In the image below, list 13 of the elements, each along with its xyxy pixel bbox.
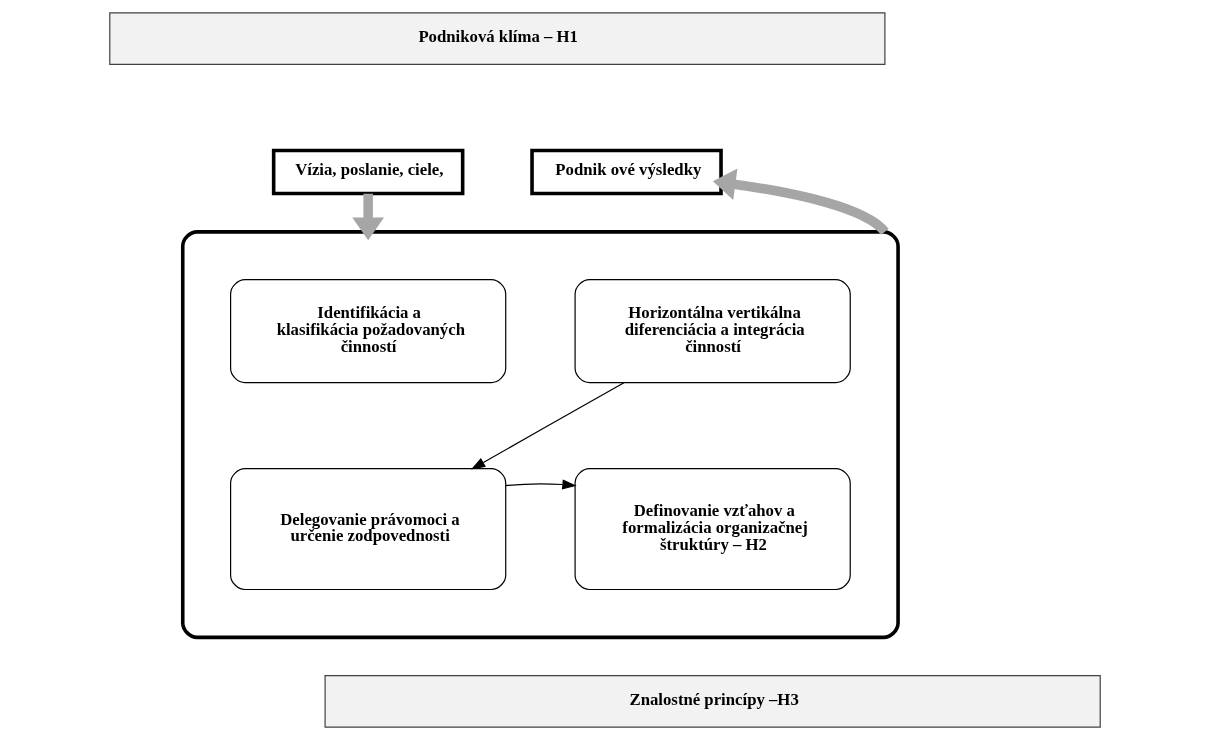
arrow <box>470 382 625 470</box>
node-box: Podniková klíma – H1 <box>108 12 885 65</box>
node-box: Podnik ové výsledky <box>529 148 723 196</box>
arrow <box>351 193 384 241</box>
cluster <box>180 230 900 640</box>
node-box: Definovanie vzťahov a formalizácia organizačnej štruktúry – H2 <box>574 468 851 591</box>
node-box: Delegovanie právomoci a určenie zodpovednosti <box>229 468 506 591</box>
node-box: Identifikácia a klasifikácia požadovaných činností <box>229 279 506 384</box>
node-box: Znalostné princípy –H3 <box>324 675 1101 728</box>
arrow <box>712 168 888 236</box>
node-box: Vízia, poslanie, ciele, <box>271 148 464 196</box>
arrow <box>504 479 577 490</box>
node-box: Horizontálna vertikálna diferenciácia a integrácia činností <box>574 279 851 384</box>
